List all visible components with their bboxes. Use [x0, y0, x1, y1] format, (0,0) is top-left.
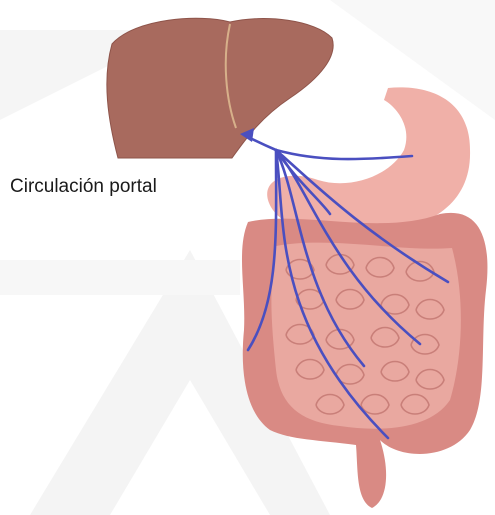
stomach — [267, 87, 470, 236]
portal-circulation-label: Circulación portal — [10, 176, 157, 198]
gastric-vein — [276, 150, 412, 159]
liver-shape — [107, 18, 333, 158]
liver — [107, 18, 333, 158]
small-intestine — [271, 243, 460, 429]
stomach-shape — [267, 87, 470, 236]
